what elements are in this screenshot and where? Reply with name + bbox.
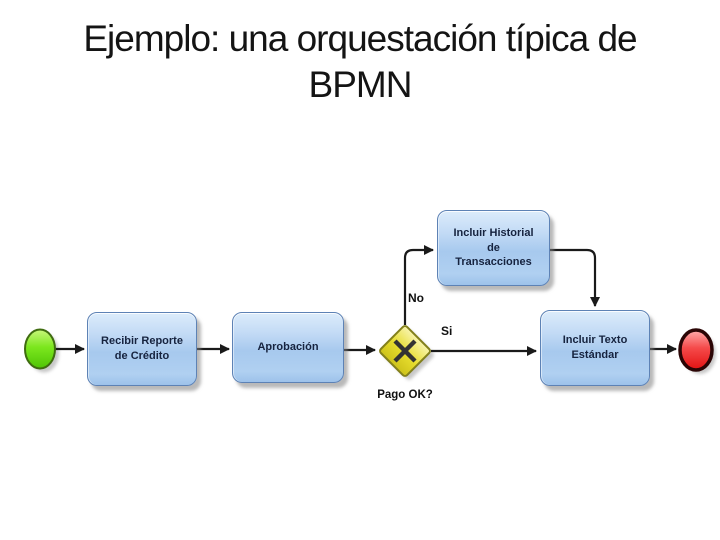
edge-label-no: No <box>408 291 424 305</box>
slide-title-line1: Ejemplo: una orquestación típica de <box>83 18 637 59</box>
edge-label-si: Si <box>441 324 453 338</box>
task-aprobacion: Aprobación <box>232 312 344 383</box>
gateway-x-icon <box>393 339 417 363</box>
task-incluir-texto: Incluir Texto Estándar <box>540 310 650 386</box>
task-aprobacion-label: Aprobación <box>257 341 319 354</box>
task-incluir-texto-label: Incluir Texto Estándar <box>562 334 628 361</box>
flow-historial-to-texto <box>550 248 600 307</box>
task-recibir-reporte: Recibir Reporte de Crédito <box>87 312 197 386</box>
end-event-circle <box>678 328 714 372</box>
task-incluir-historial-label: Incluir Historial de Transacciones <box>453 226 534 269</box>
start-event-circle <box>24 328 56 370</box>
slide-title-line2: BPMN <box>308 64 413 106</box>
task-recibir-reporte-label: Recibir Reporte de Crédito <box>101 335 183 362</box>
slide-title: Ejemplo: una orquestación típica de BPMN <box>0 16 720 109</box>
sequence-flows <box>55 245 677 356</box>
flow-no-to-historial <box>403 245 434 325</box>
gateway-label: Pago OK? <box>377 389 433 401</box>
task-incluir-historial: Incluir Historial de Transacciones <box>437 210 550 286</box>
